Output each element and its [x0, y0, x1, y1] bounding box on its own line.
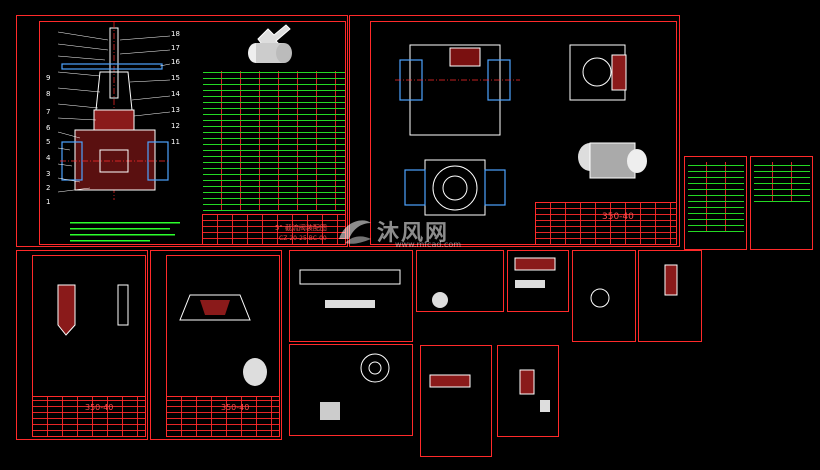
assembly-frame [39, 21, 346, 245]
watermark: 沐风网 www.mfcad.com [335, 213, 495, 249]
assembly-sheet: 5" 截流阀装配图 CZ-20-25-BC-00 [16, 15, 348, 247]
balloon-label: 12 [171, 122, 180, 130]
watermark-logo-icon [339, 220, 371, 244]
part-sheet-b: 350-40 [150, 250, 282, 440]
balloon-label: 11 [171, 138, 180, 146]
balloon-label: 4 [46, 154, 51, 162]
balloon-label: 9 [46, 74, 51, 82]
body-label: 350-40 [602, 212, 634, 222]
bom-table [688, 162, 744, 232]
assembly-number: CZ-20-25-BC-00 [279, 235, 327, 242]
detail-sheet-7 [420, 345, 492, 457]
parts-list-table [203, 71, 345, 211]
part-sheet-a: 350-40 [16, 250, 148, 440]
balloon-label: 1 [46, 198, 51, 206]
watermark-brand: 沐风网 [377, 221, 450, 246]
detail-sheet-4 [507, 250, 569, 312]
assembly-title-block [202, 214, 346, 245]
assembly-title: 5" 截流阀装配图 [275, 224, 327, 232]
bom-sheet-1 [684, 156, 747, 250]
part-label: 350-40 [221, 403, 250, 412]
watermark-url: www.mfcad.com [395, 240, 462, 249]
part-title-block [32, 396, 146, 437]
balloon-label: 17 [171, 44, 180, 52]
balloon-label: 16 [171, 58, 180, 66]
balloon-label: 14 [171, 90, 180, 98]
balloon-label: 7 [46, 108, 51, 116]
detail-sheet-2 [289, 344, 413, 436]
body-sheet: 350-40 [349, 15, 680, 247]
balloon-label: 3 [46, 170, 51, 178]
body-frame [370, 21, 677, 245]
balloon-label: 18 [171, 30, 180, 38]
detail-sheet-5 [572, 250, 636, 342]
part-title-block [166, 396, 280, 437]
detail-sheet-8 [497, 345, 559, 437]
detail-sheet-1 [289, 250, 413, 342]
balloon-label: 15 [171, 74, 180, 82]
body-title-block [535, 202, 677, 245]
part-label: 350-40 [85, 403, 114, 412]
bom-table [754, 162, 810, 202]
balloon-label: 13 [171, 106, 180, 114]
detail-sheet-3 [416, 250, 504, 312]
balloon-label: 5 [46, 138, 51, 146]
bom-sheet-2 [750, 156, 813, 250]
detail-sheet-6 [638, 250, 702, 342]
balloon-label: 8 [46, 90, 51, 98]
balloon-label: 6 [46, 124, 51, 132]
balloon-label: 2 [46, 184, 51, 192]
